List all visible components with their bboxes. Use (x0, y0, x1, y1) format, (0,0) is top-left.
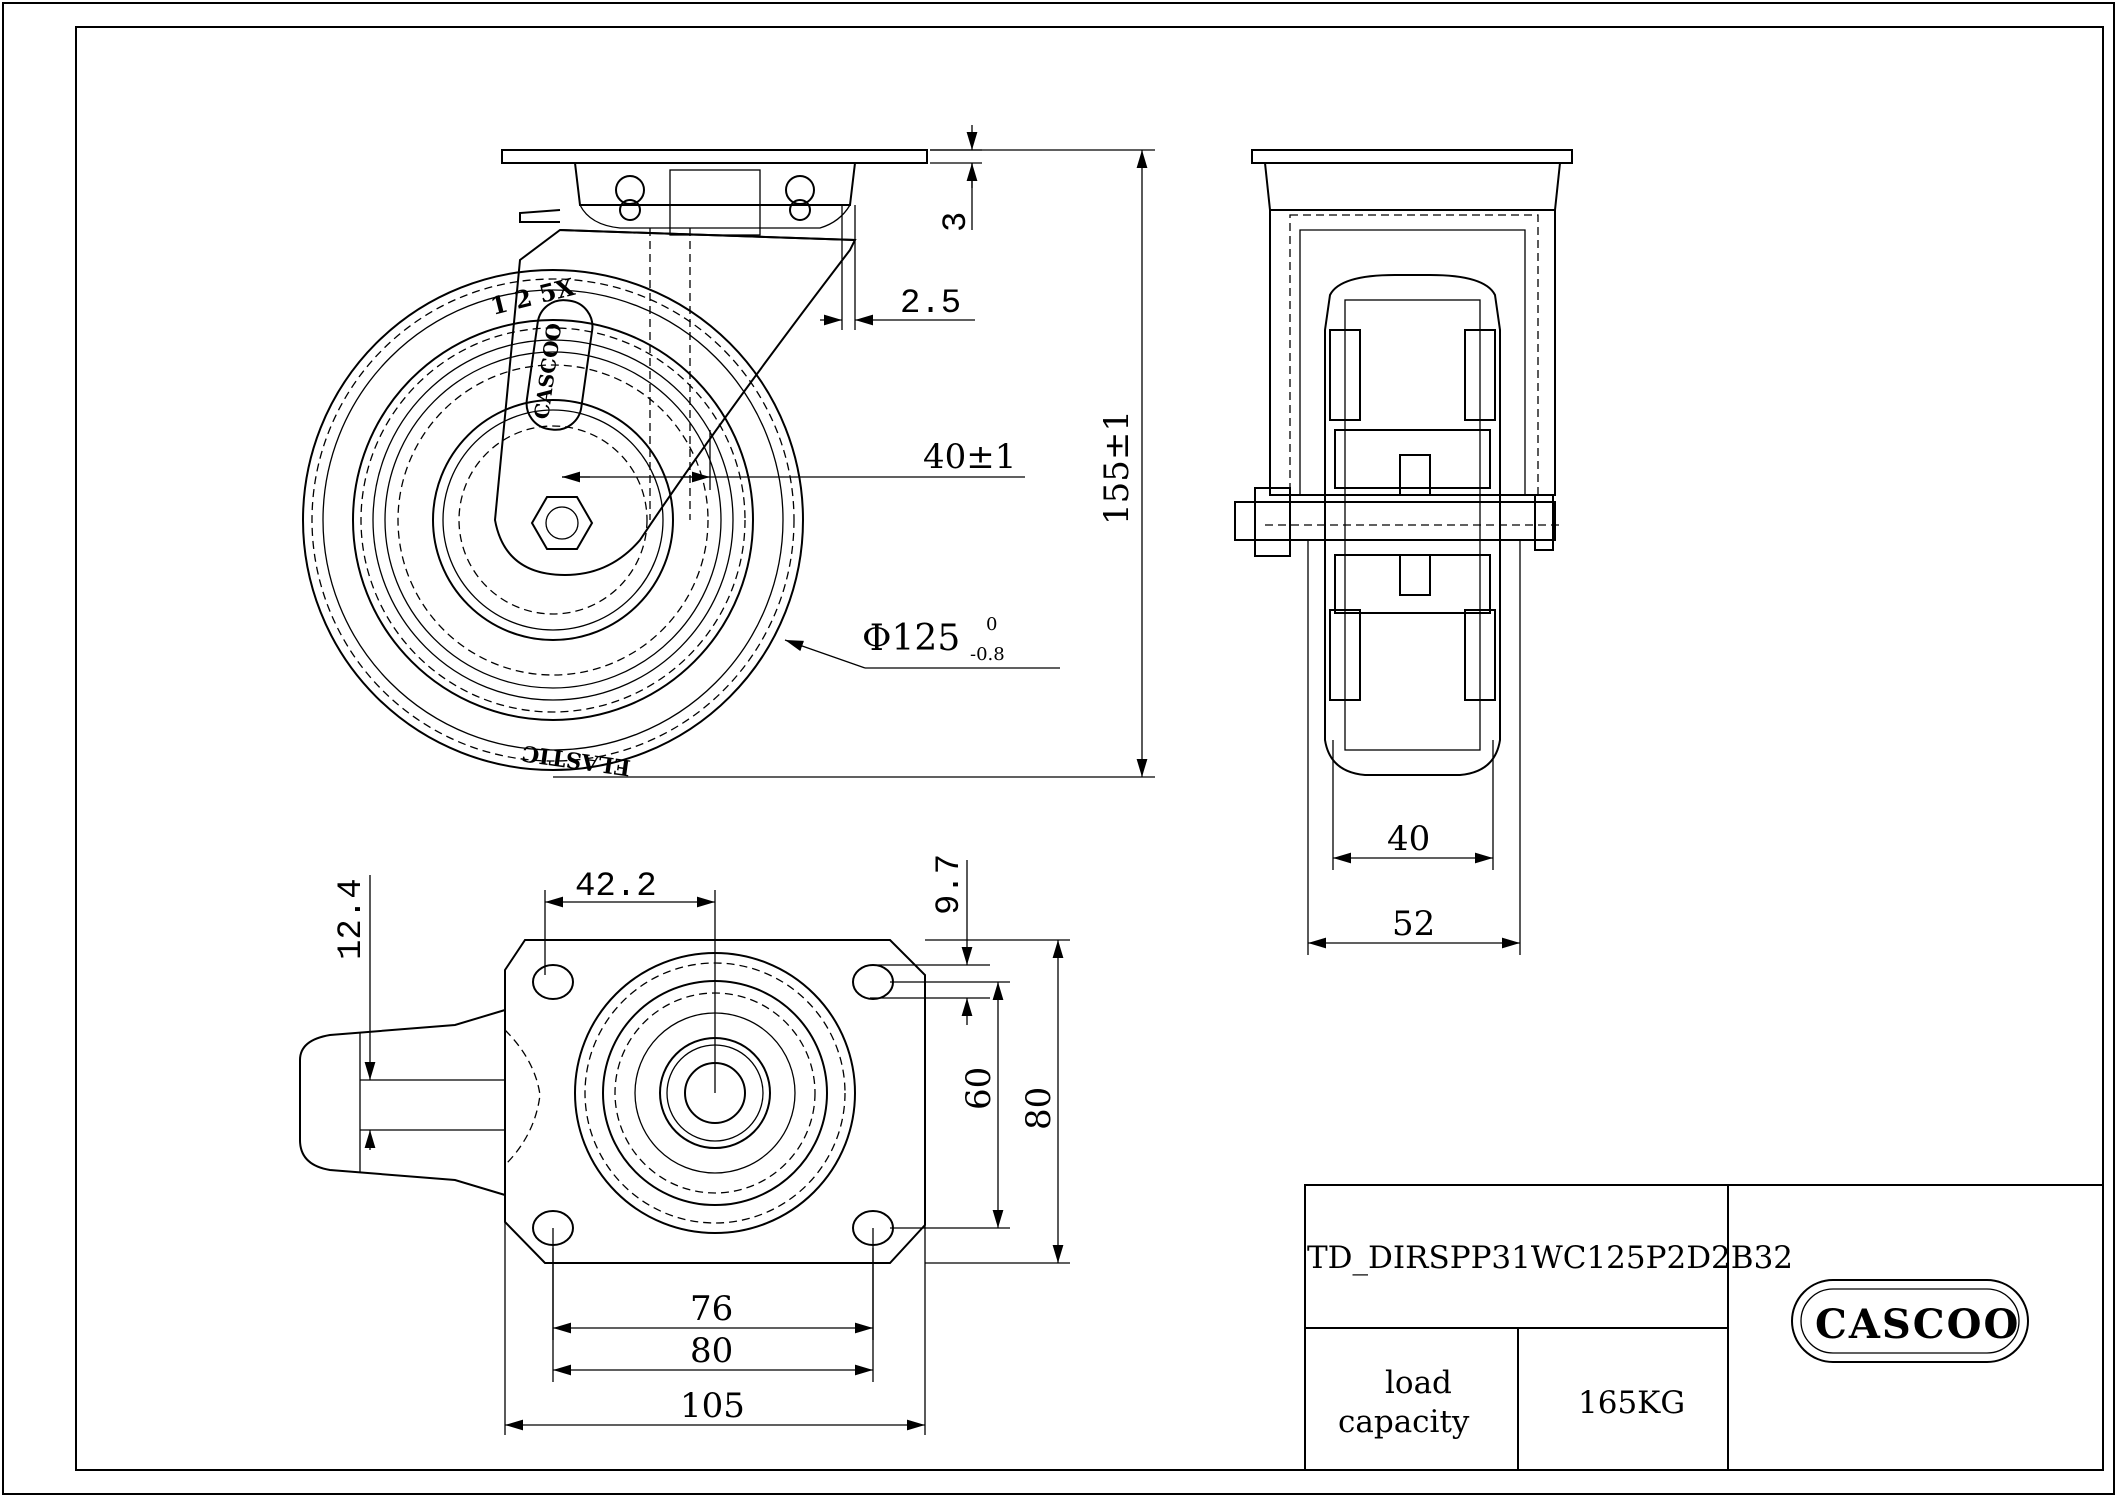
dim-wheel-diameter (784, 639, 1060, 669)
brake-pedal (299, 1009, 506, 1196)
dim-105-label: 105 (680, 1386, 745, 1426)
dim-80-horizontal (552, 1248, 874, 1382)
dim-80-vertical-label: 80 (1019, 1087, 1059, 1130)
load-label-line1: load (1385, 1365, 1452, 1401)
top-view (299, 939, 926, 1264)
fork-arm (493, 228, 857, 577)
dim-wheel-width (1307, 540, 1521, 955)
fork-front (1269, 210, 1556, 496)
dim-overall-height (553, 149, 1155, 778)
logo-badge (1791, 1279, 2029, 1363)
dim-3-label: 3 (938, 212, 976, 232)
dim-2-5-label: 2.5 (900, 285, 961, 323)
dim-swivel-offset (562, 430, 1025, 490)
dim-12-4 (360, 875, 505, 1150)
dim-40-label: 40 (1387, 819, 1430, 859)
title-block (1304, 1184, 2104, 1471)
dim-60-label: 60 (959, 1067, 999, 1110)
part-number: TD_DIRSPP31WC125P2D2B32 (1307, 1240, 1793, 1276)
dim-125-tol-lower: -0.8 (970, 644, 1005, 665)
front-view (1234, 149, 1573, 776)
inner-border (75, 26, 2104, 1471)
axle-nut (530, 496, 594, 550)
dim-60 (890, 981, 1010, 1229)
side-view (302, 149, 928, 771)
load-value: 165KG (1578, 1385, 1685, 1421)
wheel-front (1324, 274, 1501, 776)
dim-52-label: 52 (1392, 904, 1435, 944)
dim-125-label: Φ125 (862, 618, 960, 659)
top-plate-outline (504, 939, 926, 1264)
load-label-line2: capacity (1338, 1404, 1470, 1440)
dim-155-label: 155±1 (1097, 410, 1137, 525)
dim-40-1-label: 40±1 (923, 437, 1016, 477)
top-plate-front (1251, 149, 1573, 164)
dim-80-vertical (925, 939, 1070, 1264)
wheel-outer (302, 269, 804, 771)
dim-80-horizontal-label: 80 (690, 1331, 733, 1371)
dim-76-label: 76 (690, 1289, 733, 1329)
dim-42-2-label: 42.2 (575, 868, 657, 906)
dim-9-7 (870, 860, 990, 1025)
dim-42-2 (544, 890, 716, 1093)
top-plate-side (501, 149, 928, 164)
dim-9-7-label: 9.7 (931, 854, 969, 915)
wheel-size-marking: 1 2 5X (487, 272, 577, 321)
tire-marking: ELASTIC (520, 739, 632, 780)
axle (1234, 501, 1556, 541)
dim-offset (820, 205, 975, 330)
arm-badge (525, 299, 594, 431)
dim-12-4-label: 12.4 (333, 878, 371, 960)
dim-105 (504, 1222, 926, 1435)
logo-text: CASCOO (1815, 1301, 2020, 1348)
dim-hub-width (1332, 740, 1494, 870)
dim-125-tol-upper: 0 (986, 614, 997, 635)
